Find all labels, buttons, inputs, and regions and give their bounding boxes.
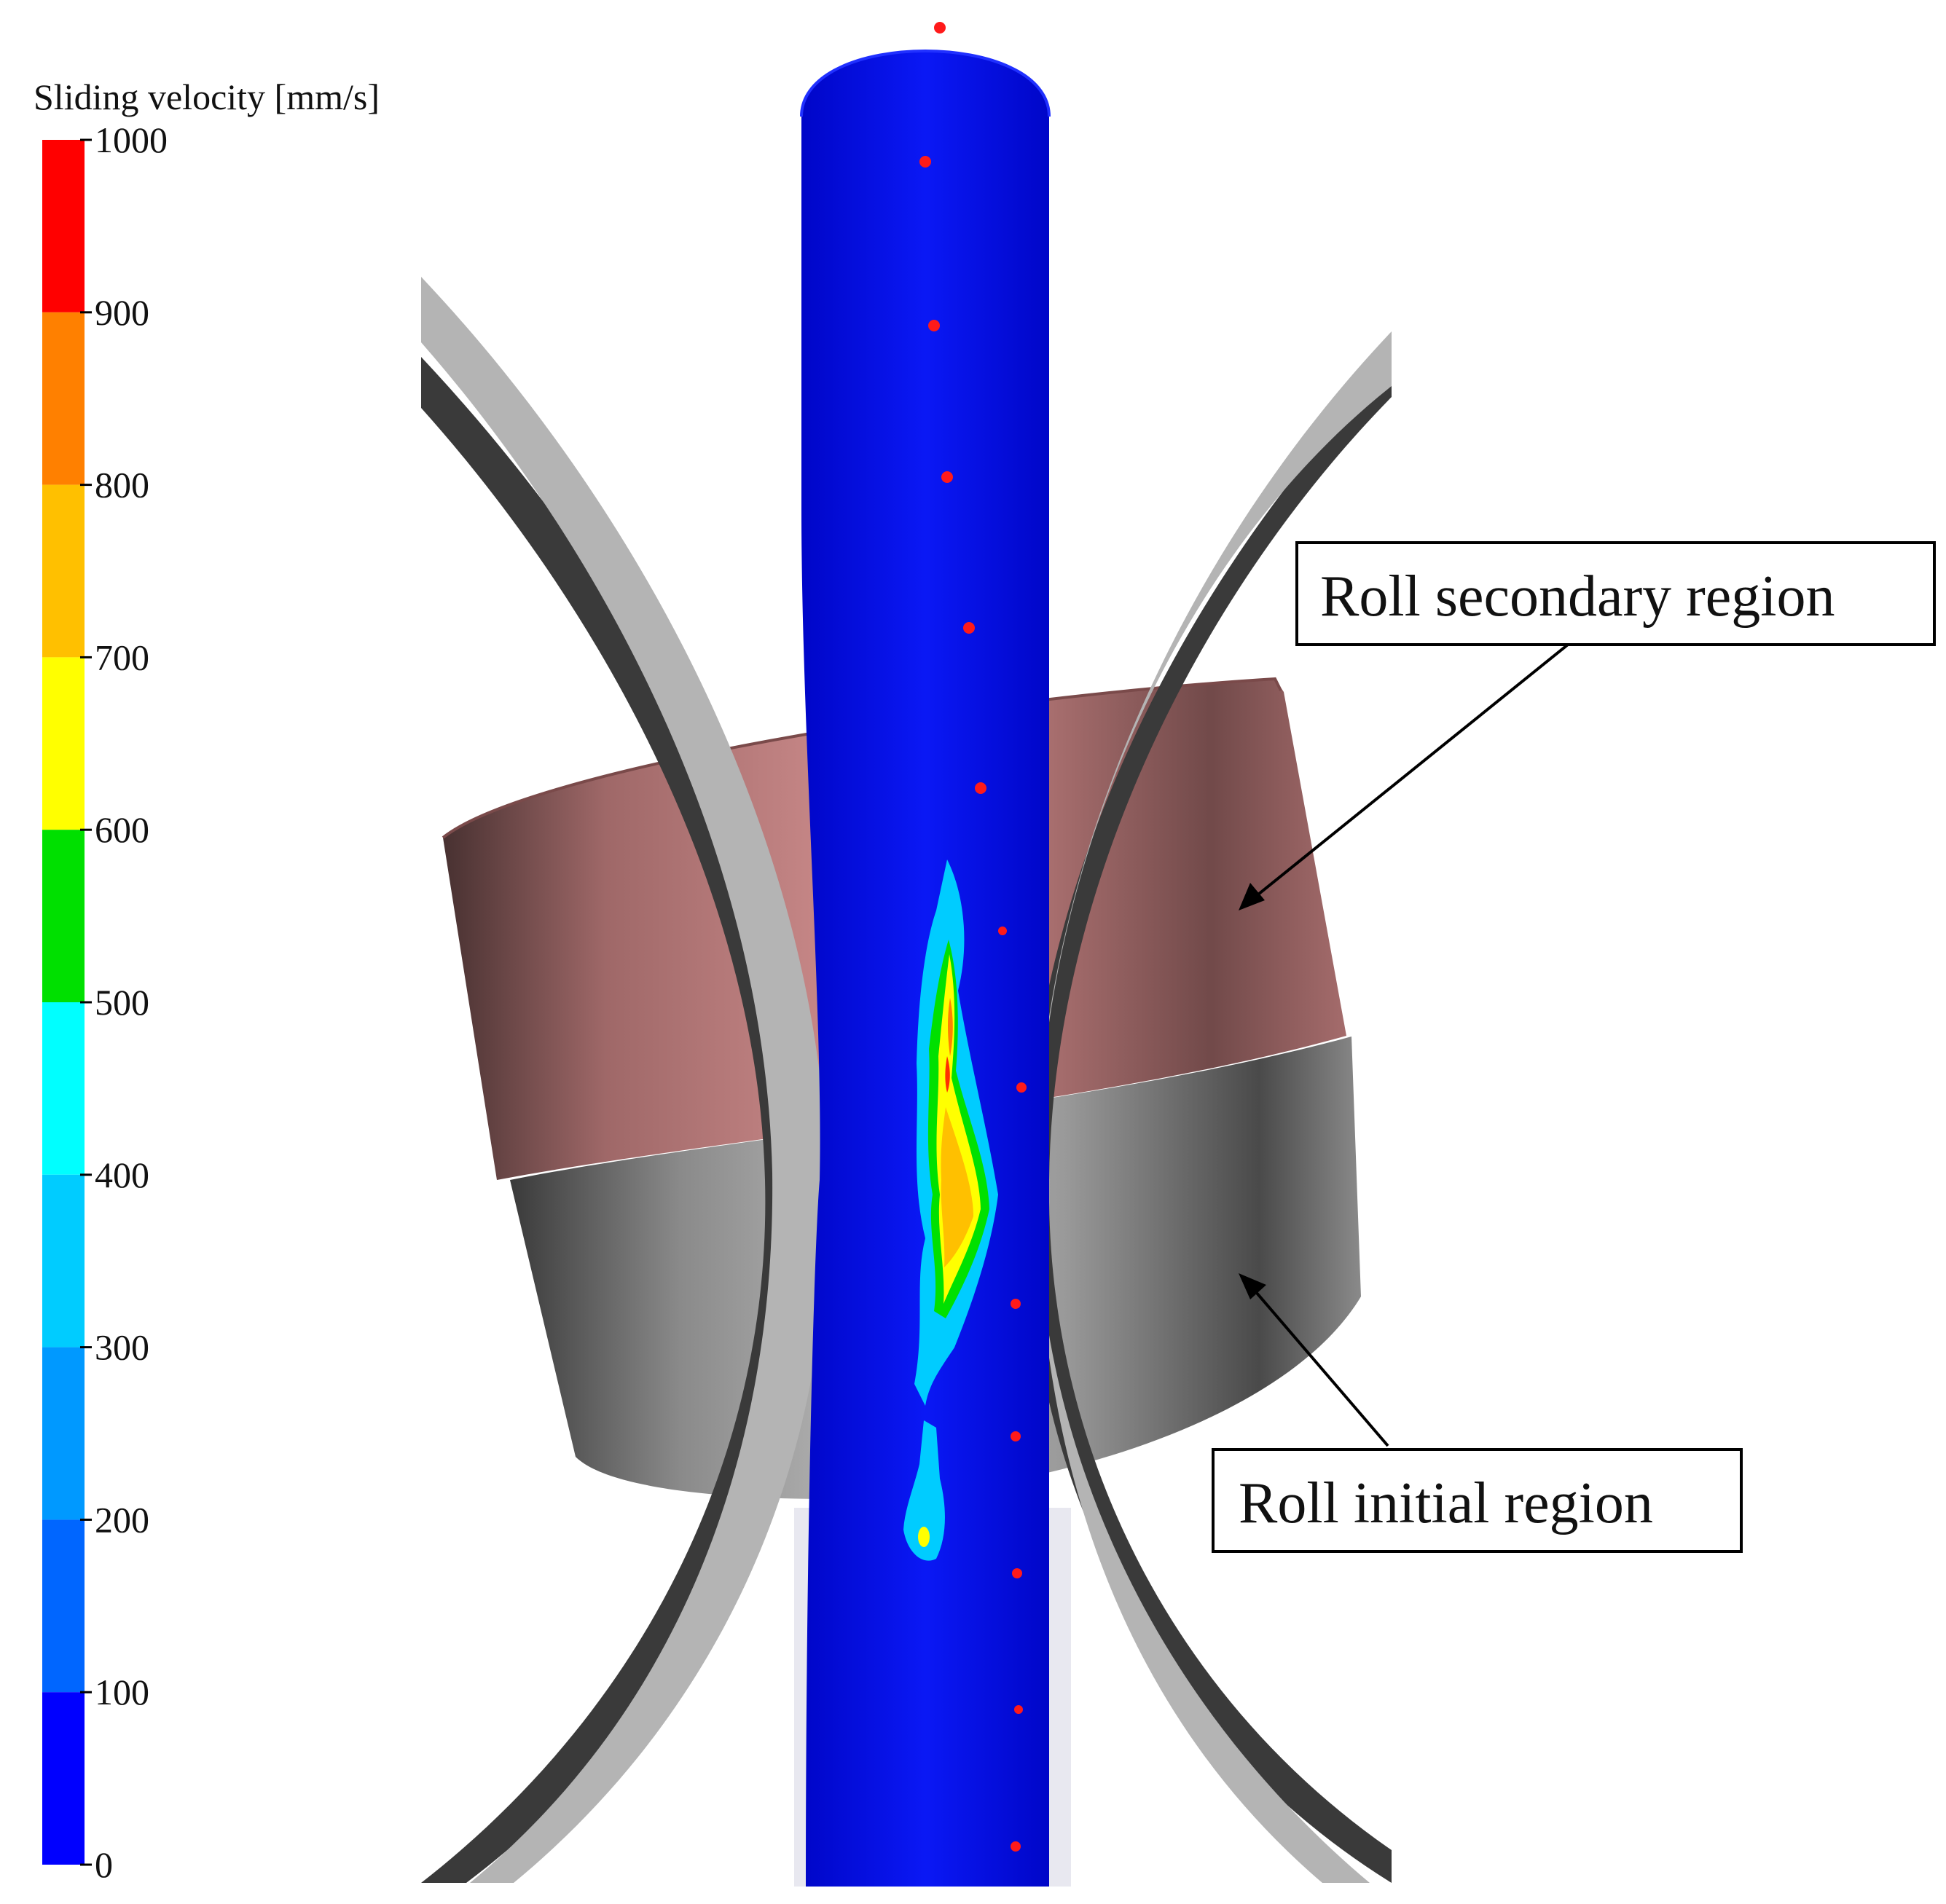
legend-tick-label: 200 [95, 1499, 149, 1540]
marker-point [975, 782, 986, 794]
legend-bar [42, 140, 85, 1865]
legend-band [42, 1519, 85, 1693]
legend-tick-label: 300 [95, 1327, 149, 1368]
callout-secondary: Roll secondary region [1239, 541, 1936, 910]
left-guide-ring [421, 277, 828, 1883]
legend-tick-label: 600 [95, 809, 149, 850]
callout-initial-box [1212, 1448, 1743, 1553]
legend-tick-label: 900 [95, 292, 149, 333]
marker-point [919, 156, 931, 168]
legend-band [42, 830, 85, 1002]
legend-tick-label: 800 [95, 465, 149, 505]
marker-point [963, 622, 975, 634]
legend-band [42, 140, 85, 312]
legend-band [42, 484, 85, 658]
marker-point [1012, 1568, 1022, 1578]
legend-tick-label: 100 [95, 1672, 149, 1712]
marker-point [1011, 1841, 1021, 1852]
marker-points [919, 22, 1027, 1852]
legend-title: Sliding velocity [mm/s] [34, 76, 380, 117]
marker-point [1011, 1299, 1021, 1309]
legend-band [42, 657, 85, 830]
marker-point [1016, 1082, 1027, 1093]
legend-tick-label: 400 [95, 1154, 149, 1195]
callout-initial-label: Roll initial region [1239, 1471, 1653, 1535]
marker-point [1011, 1431, 1021, 1441]
marker-point [928, 320, 940, 331]
marker-point [941, 471, 953, 483]
legend-band [42, 1002, 85, 1175]
callout-initial: Roll initial region [1212, 1273, 1743, 1553]
legend-tick-label: 700 [95, 637, 149, 677]
arrowhead-icon [1239, 883, 1265, 910]
sliding-velocity-contour [903, 859, 998, 1561]
legend-tick-label: 0 [95, 1844, 113, 1885]
marker-point [1014, 1705, 1023, 1714]
legend-band [42, 1347, 85, 1520]
callout-secondary-arrow [1246, 643, 1569, 905]
marker-point [934, 22, 946, 34]
roll-secondary-top-rim [442, 677, 1282, 839]
legend-band [42, 312, 85, 485]
arrowhead-icon [1239, 1273, 1266, 1299]
color-legend: Sliding velocity [mm/s] 1000900800700600… [34, 76, 380, 1885]
legend-tick-label: 500 [95, 982, 149, 1023]
legend-tick-label: 1000 [95, 119, 168, 160]
legend-band [42, 1692, 85, 1865]
callout-initial-arrow [1246, 1281, 1389, 1447]
callout-secondary-label: Roll secondary region [1320, 564, 1835, 629]
callout-secondary-box [1295, 541, 1936, 646]
marker-point [998, 927, 1007, 935]
legend-band [42, 1174, 85, 1348]
